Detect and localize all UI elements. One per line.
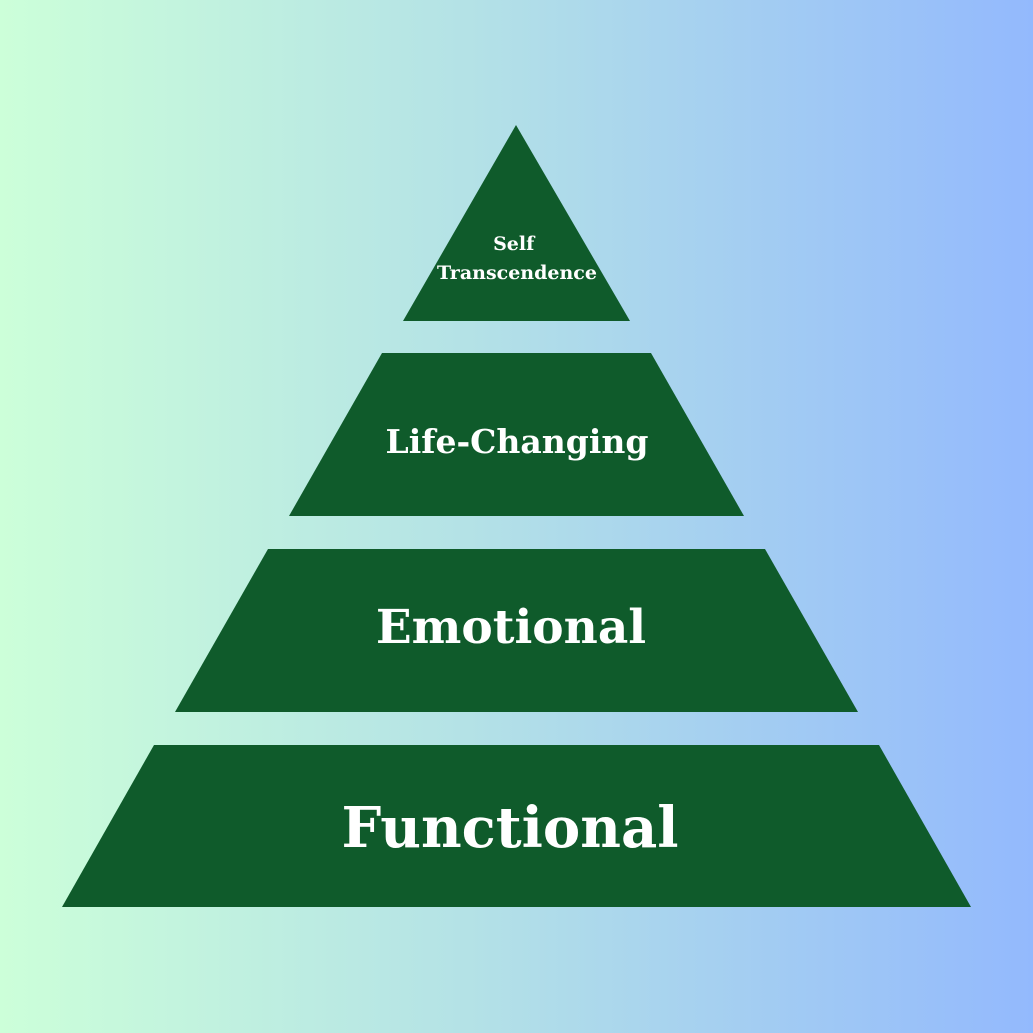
tier-functional-shape [62, 745, 971, 907]
tier-life-changing-label: Life-Changing [386, 422, 649, 461]
tier-emotional-label: Emotional [376, 600, 646, 655]
tier-self-transcendence-shape [403, 125, 630, 321]
tier-self-transcendence-label-line-1: Self [493, 233, 536, 255]
tier-functional-label: Functional [341, 795, 678, 861]
tier-emotional-shape [175, 549, 858, 712]
tier-self-transcendence-label: Self Transcendence [437, 233, 597, 284]
tier-life-changing-shape [289, 353, 744, 516]
tier-self-transcendence-label-line-2: Transcendence [437, 262, 597, 284]
